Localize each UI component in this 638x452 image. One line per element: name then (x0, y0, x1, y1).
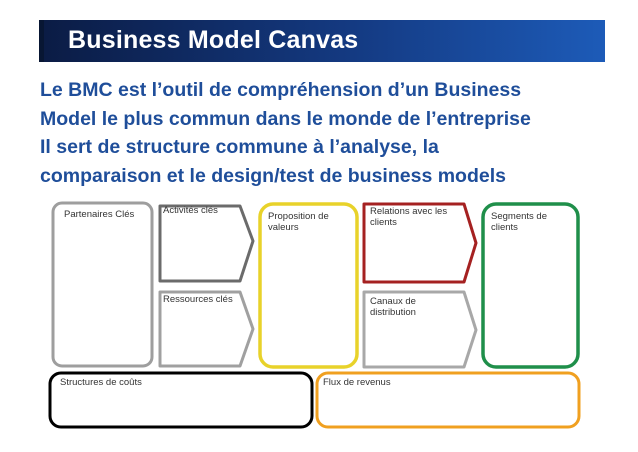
block-revenus (315, 371, 581, 429)
block-partenaires (51, 201, 154, 368)
intro-line: Le BMC est l’outil de compréhension d’un… (40, 79, 522, 101)
page-title: Business Model Canvas (68, 26, 359, 54)
label-segments: Segments de clients (491, 211, 547, 233)
label-ressources: Ressources clés (163, 294, 233, 305)
block-activites (158, 204, 255, 283)
label-partenaires: Partenaires Clés (64, 209, 135, 220)
label-relations: Relations avec les clients (370, 206, 448, 228)
block-canaux (362, 290, 478, 369)
block-couts (48, 371, 314, 429)
label-revenus: Flux de revenus (323, 377, 391, 388)
label-proposition: Proposition de valeurs (268, 211, 329, 233)
block-ressources (158, 290, 255, 368)
label-activites: Activités clés (163, 205, 218, 216)
block-segments (481, 202, 580, 369)
intro-line: Il sert de structure commune à l’analyse… (40, 136, 439, 158)
block-proposition (258, 202, 359, 369)
block-relations (362, 202, 478, 284)
label-canaux: Canaux de distribution (370, 296, 416, 318)
intro-paragraph: Le BMC est l’outil de compréhension d’un… (40, 76, 600, 190)
title-bar: Business Model Canvas (44, 20, 605, 62)
intro-line: comparaison et le design/test de busines… (40, 164, 506, 187)
label-couts: Structures de coûts (60, 377, 142, 388)
intro-line: Model le plus commun dans le monde de l’… (40, 107, 531, 130)
